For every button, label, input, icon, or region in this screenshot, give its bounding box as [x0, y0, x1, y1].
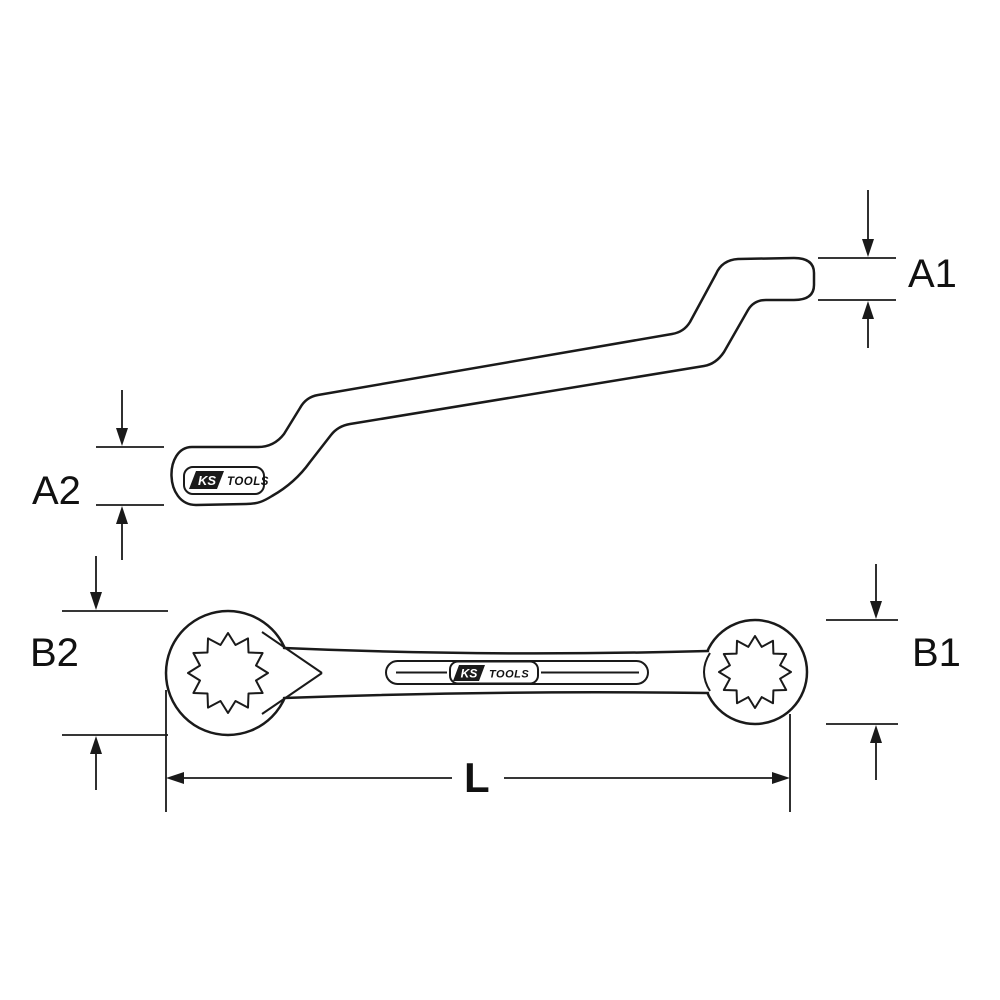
dim-a2-arrow-top — [116, 428, 128, 446]
side-view: KS TOOLS — [170, 256, 816, 507]
dim-length-label: L — [464, 754, 490, 801]
dim-a2-arrow-bottom — [116, 506, 128, 524]
left-ring-taper-lines — [261, 631, 323, 715]
side-view-wrench-outline — [170, 256, 816, 507]
dim-b2-arrow-top — [90, 592, 102, 610]
plan-brand-ks-text: KS — [461, 667, 478, 681]
dim-length-arrow-left — [166, 772, 184, 784]
shaft-bottom-edge — [282, 690, 710, 700]
dim-b1-label: B1 — [912, 631, 961, 675]
side-view-brand-plate: KS TOOLS — [183, 466, 269, 495]
dim-length: L — [165, 690, 791, 812]
dim-a2-label: A2 — [32, 469, 81, 513]
dim-b1-arrow-top — [870, 601, 882, 619]
dim-a2-extension-ticks — [96, 446, 164, 506]
dim-a1-extension-ticks — [818, 257, 896, 301]
dim-b1: B1 — [826, 564, 961, 780]
plan-brand-plate-border — [449, 660, 539, 685]
shaft-top-edge — [282, 646, 710, 655]
plan-view: KS TOOLS — [164, 609, 809, 737]
dim-length-arrow-right — [772, 772, 790, 784]
left-ring-outer-circle — [164, 609, 292, 737]
right-ring-socket-profile — [718, 635, 792, 709]
plan-brand-tools-text: TOOLS — [489, 669, 529, 681]
dim-b2-arrow-bottom — [90, 736, 102, 754]
dim-b2-extension-ticks — [62, 610, 168, 736]
brand-ks-parallelogram — [189, 471, 224, 489]
dim-a2: A2 — [32, 390, 164, 560]
brand-plate-border — [183, 466, 265, 495]
brand-tools-text: TOOLS — [227, 476, 269, 488]
plan-brand-ks-parallelogram — [453, 665, 485, 681]
dim-b2-label: B2 — [30, 631, 79, 675]
dim-length-extension-lines — [165, 690, 791, 812]
dim-b1-extension-ticks — [826, 619, 898, 725]
dim-a1-arrow-top — [862, 239, 874, 257]
dim-a1-arrow-bottom — [862, 301, 874, 319]
right-ring-neck-arc — [703, 652, 711, 692]
dim-a1: A1 — [818, 190, 957, 348]
dim-b1-arrow-bottom — [870, 725, 882, 743]
dim-a1-label: A1 — [908, 252, 957, 296]
left-ring-socket-profile — [187, 632, 269, 714]
brand-ks-text: KS — [198, 473, 216, 488]
dim-b2: B2 — [30, 556, 168, 790]
plan-view-brand-plate: KS TOOLS — [449, 660, 539, 685]
